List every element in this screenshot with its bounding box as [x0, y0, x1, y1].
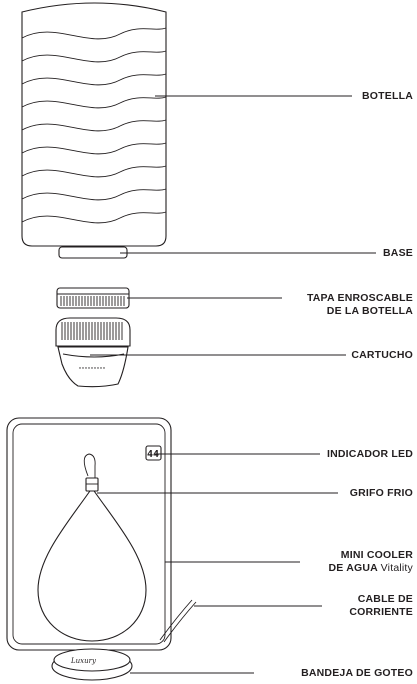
led-indicator	[145, 445, 162, 461]
label-base: BASE	[383, 247, 413, 259]
label-indicador-led: INDICADOR LED	[326, 448, 413, 460]
cartridge	[55, 317, 131, 388]
cold-faucet	[83, 453, 99, 492]
cartridge-dot	[79, 367, 81, 369]
label-cartucho: CARTUCHO	[351, 349, 413, 361]
base-part	[58, 246, 128, 259]
cartridge-dot	[91, 367, 93, 369]
screw-cap	[56, 287, 130, 309]
cartridge-dot	[88, 367, 90, 369]
label-mini-cooler: MINI COOLER DE AGUA Vitality	[328, 549, 413, 574]
cartridge-dot	[100, 367, 102, 369]
power-cable	[159, 599, 193, 641]
cartridge-dot	[85, 367, 87, 369]
cartridge-dot	[82, 367, 84, 369]
drip-tray: Luxury	[51, 648, 133, 681]
label-cable: CABLE DE CORRIENTE	[349, 593, 413, 618]
leader-lines	[90, 95, 376, 674]
tray-logo: Luxury	[70, 657, 97, 665]
label-grifo-frio: GRIFO FRIO	[349, 487, 413, 499]
label-botella: BOTELLA	[362, 90, 413, 102]
cooler-body: 44	[6, 417, 197, 651]
cartridge-dot	[97, 367, 99, 369]
bottle	[21, 2, 167, 247]
label-tapa: TAPA ENROSCABLE DE LA BOTELLA	[306, 292, 413, 317]
cartridge-dot	[103, 367, 105, 369]
led-digits: 44	[147, 449, 159, 460]
cartridge-dot	[94, 367, 96, 369]
label-bandeja: BANDEJA DE GOTEO	[301, 667, 413, 679]
